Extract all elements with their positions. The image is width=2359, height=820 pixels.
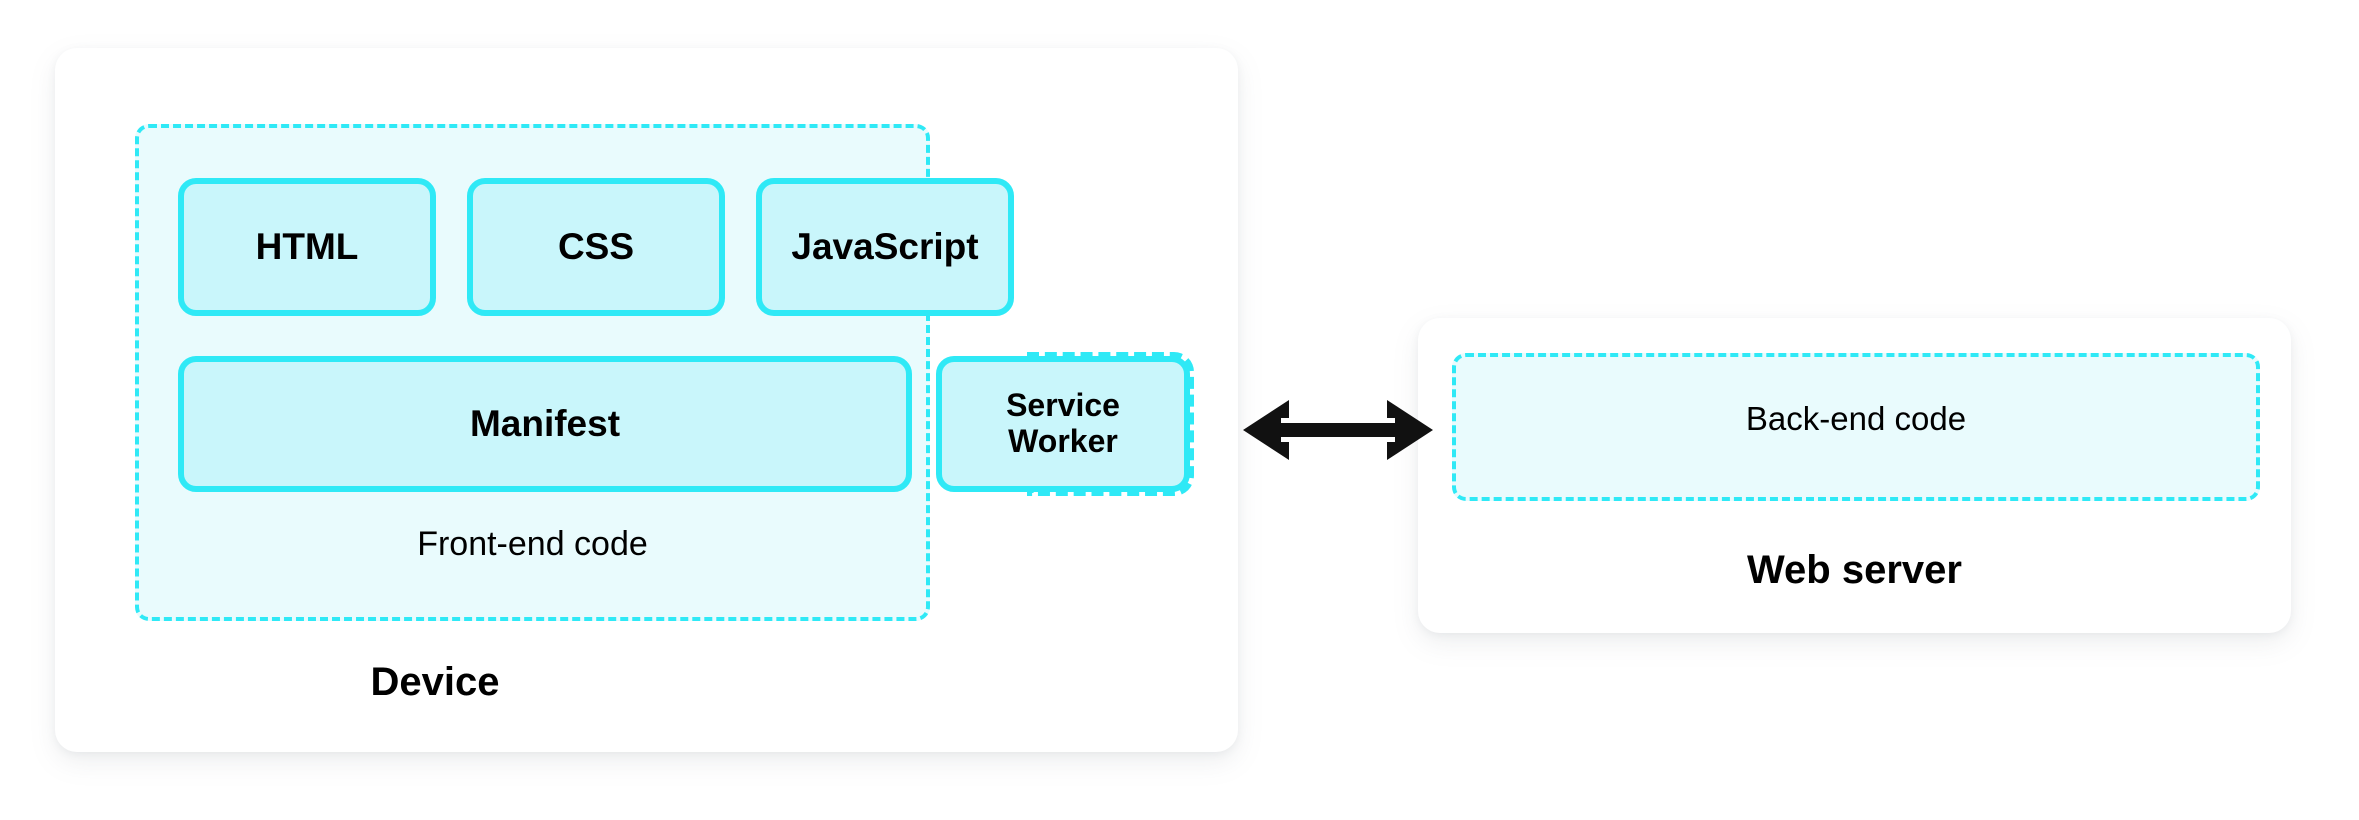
bidirectional-arrow-icon	[1243, 400, 1433, 460]
service-worker-box[interactable]: Service Worker	[936, 356, 1190, 492]
device-caption: Device	[370, 660, 500, 704]
css-box-label: CSS	[557, 226, 635, 267]
javascript-box-label: JavaScript	[791, 226, 979, 267]
html-box[interactable]: HTML	[178, 178, 436, 316]
manifest-box-label: Manifest	[469, 403, 621, 444]
html-box-label: HTML	[255, 226, 359, 267]
backend-code-caption: Back-end code	[1745, 400, 1967, 437]
javascript-box[interactable]: JavaScript	[756, 178, 1014, 316]
frontend-code-caption: Front-end code	[417, 525, 648, 563]
web-server-caption: Web server	[1747, 548, 1962, 592]
css-box[interactable]: CSS	[467, 178, 725, 316]
manifest-box[interactable]: Manifest	[178, 356, 912, 492]
service-worker-box-label: Service Worker	[1006, 387, 1120, 459]
backend-code-zone	[1452, 353, 2260, 501]
